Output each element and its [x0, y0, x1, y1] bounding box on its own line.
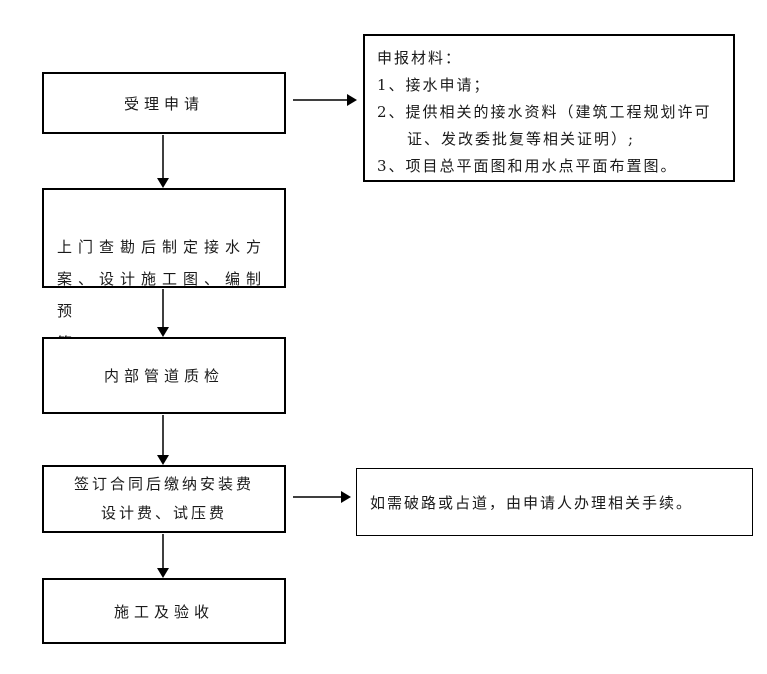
- materials-item-1: 1、接水申请；: [377, 76, 491, 94]
- flow-step-label: 受理申请: [123, 94, 204, 113]
- arrow-right-icon: [293, 491, 351, 504]
- materials-item-3: 3、项目总平面图和用水点平面布置图。: [377, 157, 678, 175]
- arrow-right-icon: [293, 94, 357, 107]
- flow-step-label: 施工及验收: [113, 602, 214, 621]
- materials-note-box: 申报材料： 1、接水申请； 2、提供相关的接水资料（建筑工程规划许可证、发改委批…: [363, 34, 735, 182]
- flow-step-site-survey: 上门查勘后制定接水方 案、设计施工图、编制预 算: [42, 188, 286, 352]
- arrow-down-icon: [157, 534, 170, 578]
- flow-step-label: 内部管道质检: [103, 367, 224, 385]
- materials-title: 申报材料：: [377, 49, 463, 67]
- flow-step-internal-pipe-inspection: 内部管道质检: [42, 337, 286, 414]
- flow-step-construction-acceptance: 施工及验收: [42, 578, 286, 644]
- arrow-down-icon: [157, 289, 170, 337]
- materials-item-2: 2、提供相关的接水资料（建筑工程规划许可证、发改委批复等相关证明）;: [377, 103, 712, 148]
- road-permit-note-text: 如需破路或占道，由申请人办理相关手续。: [370, 493, 694, 512]
- arrow-down-icon: [157, 415, 170, 465]
- arrow-down-icon: [157, 135, 170, 188]
- flow-step-accept-application: 受理申请: [42, 72, 286, 134]
- road-permit-note-box: 如需破路或占道，由申请人办理相关手续。: [356, 468, 753, 536]
- flow-step-label: 签订合同后缴纳安装费 设计费、试压费: [73, 475, 254, 522]
- flow-step-sign-contract-pay-fees: 签订合同后缴纳安装费 设计费、试压费: [42, 465, 286, 533]
